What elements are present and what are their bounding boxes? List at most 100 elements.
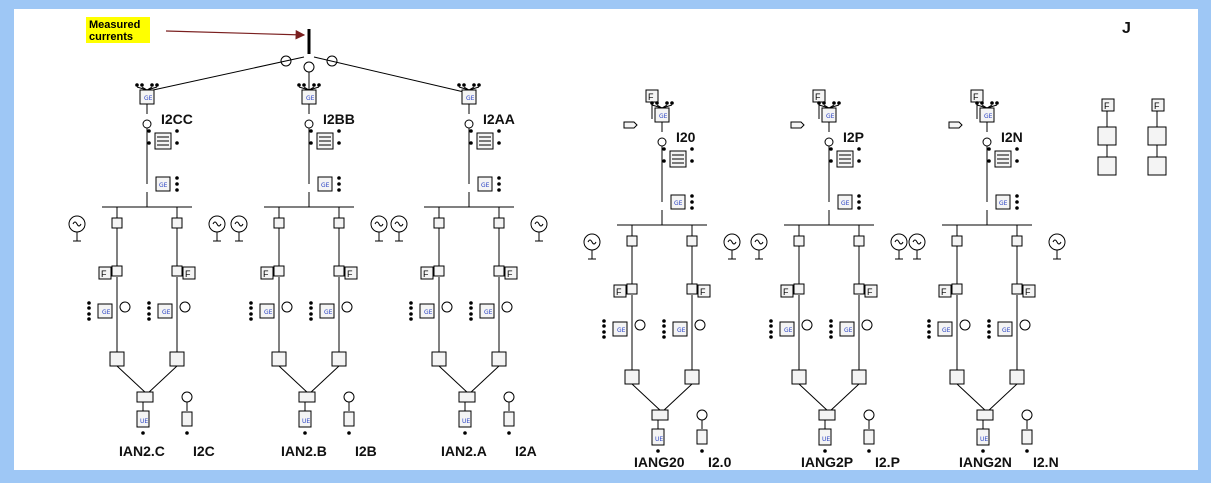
svg-text:F: F [423, 269, 429, 279]
output-block-2[interactable] [344, 412, 354, 426]
multiplier-node [695, 320, 705, 330]
right-side-blocks: F F [1098, 99, 1166, 175]
svg-text:GE: GE [659, 113, 668, 120]
svg-text:F: F [101, 269, 107, 279]
svg-text:F: F [263, 269, 269, 279]
output-block-2[interactable] [182, 412, 192, 426]
gain-block[interactable] [112, 218, 122, 228]
output-block-2[interactable] [697, 430, 707, 444]
gain-block-2[interactable] [854, 284, 864, 294]
gain-block-2[interactable] [434, 266, 444, 276]
multiplier-node [1020, 320, 1030, 330]
multiplier-node [802, 320, 812, 330]
gain-block-2[interactable] [627, 284, 637, 294]
sum-block[interactable] [332, 352, 346, 366]
svg-text:UE: UE [822, 436, 830, 443]
gain-block[interactable] [434, 218, 444, 228]
output-block-2[interactable] [1022, 430, 1032, 444]
gain-block-2[interactable] [952, 284, 962, 294]
svg-text:GE: GE [841, 200, 850, 207]
chain-bottom-right-label: I2.N [1033, 454, 1059, 470]
output-block-2[interactable] [864, 430, 874, 444]
gain-block[interactable] [627, 236, 637, 246]
chain-6: FGEI2NGEFGEFGEUEIANG2NI2.N [909, 90, 1065, 470]
gain-block[interactable] [494, 218, 504, 228]
svg-text:F: F [648, 92, 654, 102]
compare-block[interactable] [977, 410, 993, 420]
svg-text:GE: GE [424, 309, 433, 316]
gain-block-2[interactable] [687, 284, 697, 294]
sum-block[interactable] [272, 352, 286, 366]
sum-block[interactable] [110, 352, 124, 366]
chain-top-label: I2CC [161, 111, 193, 127]
gain-block[interactable] [687, 236, 697, 246]
sum-block[interactable] [432, 352, 446, 366]
sum-block[interactable] [950, 370, 964, 384]
gain-block[interactable] [1012, 236, 1022, 246]
gain-block[interactable] [854, 236, 864, 246]
annotation-arrow [166, 31, 304, 35]
source-node[interactable] [144, 29, 464, 92]
output-block-2[interactable] [504, 412, 514, 426]
chain-bottom-right-label: I2.0 [708, 454, 732, 470]
gain-block-2[interactable] [274, 266, 284, 276]
multiplier-node [862, 320, 872, 330]
chain-2: GEI2BBGEFGEFGEUEIAN2.BI2B [231, 83, 387, 459]
title-line-2: currents [89, 31, 133, 43]
svg-text:GE: GE [162, 309, 171, 316]
svg-text:GE: GE [844, 327, 853, 334]
svg-text:UE: UE [140, 418, 148, 425]
gain-block-2[interactable] [1012, 284, 1022, 294]
svg-text:F: F [1104, 101, 1110, 111]
svg-text:GE: GE [102, 309, 111, 316]
gain-block[interactable] [952, 236, 962, 246]
svg-text:F: F [1154, 101, 1160, 111]
sum-block[interactable] [685, 370, 699, 384]
multiplier-node [442, 302, 452, 312]
chain-top-label: I2BB [323, 111, 355, 127]
control-block-diagram: Measured currents J GEI2CCGEFGEFGEUEIAN2… [14, 9, 1198, 470]
multiplier-node [282, 302, 292, 312]
junction-node [658, 138, 666, 146]
compare-block[interactable] [652, 410, 668, 420]
svg-text:F: F [347, 269, 353, 279]
sum-block[interactable] [792, 370, 806, 384]
svg-text:UE: UE [462, 418, 470, 425]
chain-bottom-left-label: IANG20 [634, 454, 685, 470]
sum-block[interactable] [852, 370, 866, 384]
gain-block[interactable] [172, 218, 182, 228]
svg-text:GE: GE [826, 113, 835, 120]
svg-text:GE: GE [984, 113, 993, 120]
chain-bottom-right-label: I2A [515, 443, 537, 459]
chain-5: FGEI2PGEFGEFGEUEIANG2PI2.P [751, 90, 907, 470]
multiplier-node-2 [1022, 410, 1032, 420]
gain-block-2[interactable] [494, 266, 504, 276]
gain-block-2[interactable] [172, 266, 182, 276]
compare-block[interactable] [459, 392, 475, 402]
gain-block-2[interactable] [112, 266, 122, 276]
sum-block[interactable] [170, 352, 184, 366]
compare-block[interactable] [299, 392, 315, 402]
gain-block[interactable] [334, 218, 344, 228]
chain-bottom-left-label: IANG2P [801, 454, 853, 470]
svg-text:GE: GE [942, 327, 951, 334]
junction-node [143, 120, 151, 128]
sum-block[interactable] [1010, 370, 1024, 384]
gain-block-2[interactable] [794, 284, 804, 294]
gain-block[interactable] [794, 236, 804, 246]
multiplier-node [342, 302, 352, 312]
compare-block[interactable] [137, 392, 153, 402]
junction-node [305, 120, 313, 128]
gain-block-2[interactable] [334, 266, 344, 276]
gain-block[interactable] [274, 218, 284, 228]
chain-bottom-left-label: IANG2N [959, 454, 1012, 470]
chain-bottom-left-label: IAN2.A [441, 443, 487, 459]
svg-text:F: F [867, 287, 873, 297]
svg-text:F: F [185, 269, 191, 279]
sum-block[interactable] [492, 352, 506, 366]
compare-block[interactable] [819, 410, 835, 420]
multiplier-node-2 [864, 410, 874, 420]
svg-text:GE: GE [144, 95, 153, 102]
svg-text:GE: GE [784, 327, 793, 334]
sum-block[interactable] [625, 370, 639, 384]
